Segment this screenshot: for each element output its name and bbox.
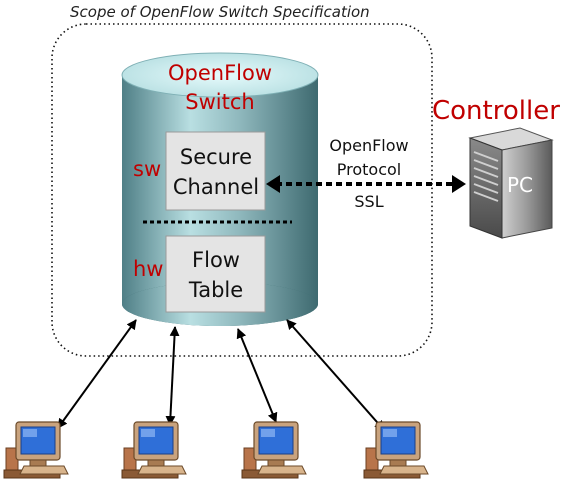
scope-boundary	[51, 23, 433, 357]
host-computer-icon	[363, 421, 429, 479]
scope-caption: Scope of OpenFlow Switch Specification	[70, 3, 370, 21]
flow-table-box	[165, 235, 266, 313]
protocol-line1: OpenFlow	[329, 136, 408, 155]
protocol-arrow-left-icon	[266, 175, 280, 193]
sw-label: sw	[133, 157, 161, 181]
host-link-2	[165, 326, 180, 426]
host-computer-icon	[241, 421, 307, 479]
hw-label: hw	[133, 257, 164, 281]
host-link-1	[57, 319, 137, 429]
secure-channel-box	[165, 131, 266, 211]
flow-table-line2: Table	[188, 278, 243, 302]
host-link-4	[286, 319, 385, 431]
flow-table-line1: Flow	[192, 248, 240, 272]
controller-pc-icon	[468, 127, 554, 239]
secure-channel-line2: Channel	[173, 175, 259, 199]
controller-title: Controller	[432, 96, 560, 126]
switch-title-line1: OpenFlow	[168, 61, 272, 85]
controller-pc-label: PC	[507, 173, 533, 197]
protocol-arrow-right-icon	[452, 175, 466, 193]
protocol-line3: SSL	[354, 192, 383, 211]
secure-channel-line1: Secure	[180, 145, 252, 169]
host-computer-icon	[3, 421, 69, 479]
host-computer-icon	[121, 421, 187, 479]
host-link-3	[236, 328, 278, 423]
protocol-line2: Protocol	[337, 160, 401, 179]
switch-title-line2: Switch	[185, 90, 254, 114]
